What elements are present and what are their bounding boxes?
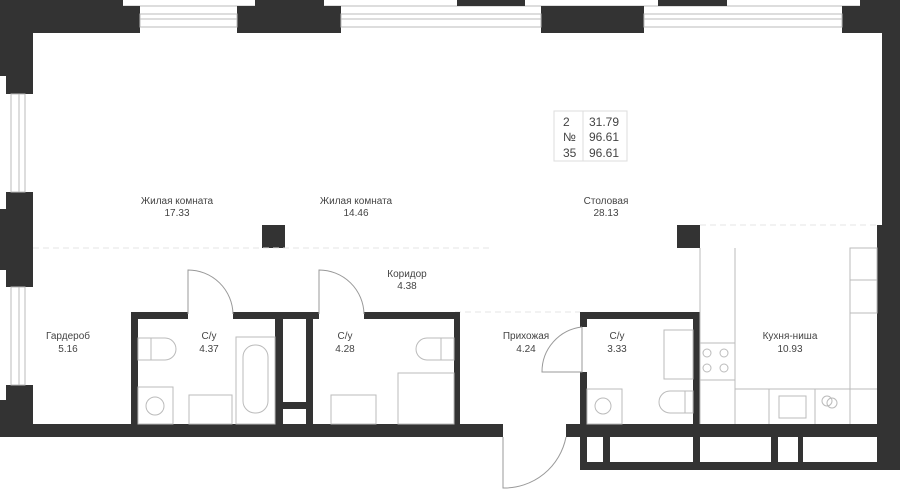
summary-key: 2	[563, 115, 570, 129]
room-name: Жилая комната	[320, 196, 393, 207]
column	[262, 225, 285, 248]
fixtures	[137, 247, 878, 425]
room-labels: Жилая комната 17.33 Жилая комната 14.46 …	[46, 196, 818, 355]
room-area: 3.33	[607, 344, 627, 355]
summary-value: 96.61	[589, 146, 619, 160]
room-area: 4.28	[335, 344, 355, 355]
room-name: Гардероб	[46, 330, 90, 342]
room-name: С/у	[338, 331, 353, 342]
room-name: С/у	[610, 331, 625, 342]
room-name: Прихожая	[503, 331, 549, 342]
summary-table: 2 31.79 № 96.61 35 96.61	[553, 110, 628, 162]
room-name: Коридор	[387, 269, 427, 280]
room-area: 14.46	[343, 208, 368, 219]
exterior-walls	[0, 6, 900, 470]
room-area: 5.16	[58, 344, 78, 355]
room-area: 4.38	[397, 281, 417, 292]
column	[677, 225, 700, 248]
windows	[10, 13, 843, 386]
summary-value: 31.79	[589, 115, 619, 129]
room-area: 4.24	[516, 344, 536, 355]
room-area: 28.13	[593, 208, 618, 219]
summary-value: 96.61	[589, 130, 619, 144]
room-area: 4.37	[199, 344, 219, 355]
top-parapet	[0, 0, 900, 7]
room-area: 17.33	[164, 208, 189, 219]
interior-walls	[131, 312, 700, 424]
room-name: С/у	[202, 331, 217, 342]
room-name: Столовая	[584, 196, 629, 207]
room-name: Кухня-ниша	[763, 331, 818, 342]
doors	[187, 269, 583, 489]
room-area: 10.93	[777, 344, 802, 355]
summary-key: №	[563, 130, 576, 144]
room-name: Жилая комната	[141, 196, 214, 207]
summary-key: 35	[563, 146, 577, 160]
